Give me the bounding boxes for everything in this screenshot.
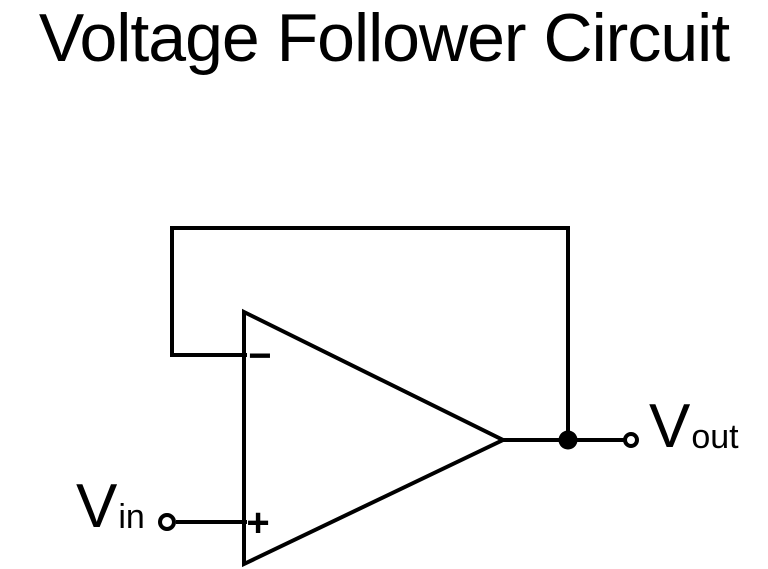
- feedback-wire: [170, 226, 570, 440]
- vout-label: Vout: [649, 396, 739, 458]
- vin-base: V: [76, 472, 118, 541]
- vin-subscript: in: [118, 498, 145, 536]
- inverting-input-label: −: [248, 334, 272, 378]
- vin-label: Vin: [76, 476, 145, 538]
- junction-dot: [558, 430, 578, 450]
- vout-base: V: [649, 392, 691, 461]
- noninverting-input-label: +: [246, 501, 270, 545]
- output-terminal-circle: [623, 432, 639, 448]
- opamp-triangle: [242, 308, 508, 568]
- vout-subscript: out: [691, 418, 739, 456]
- input-terminal-circle: [158, 513, 176, 531]
- diagram-title: Voltage Follower Circuit: [38, 0, 730, 76]
